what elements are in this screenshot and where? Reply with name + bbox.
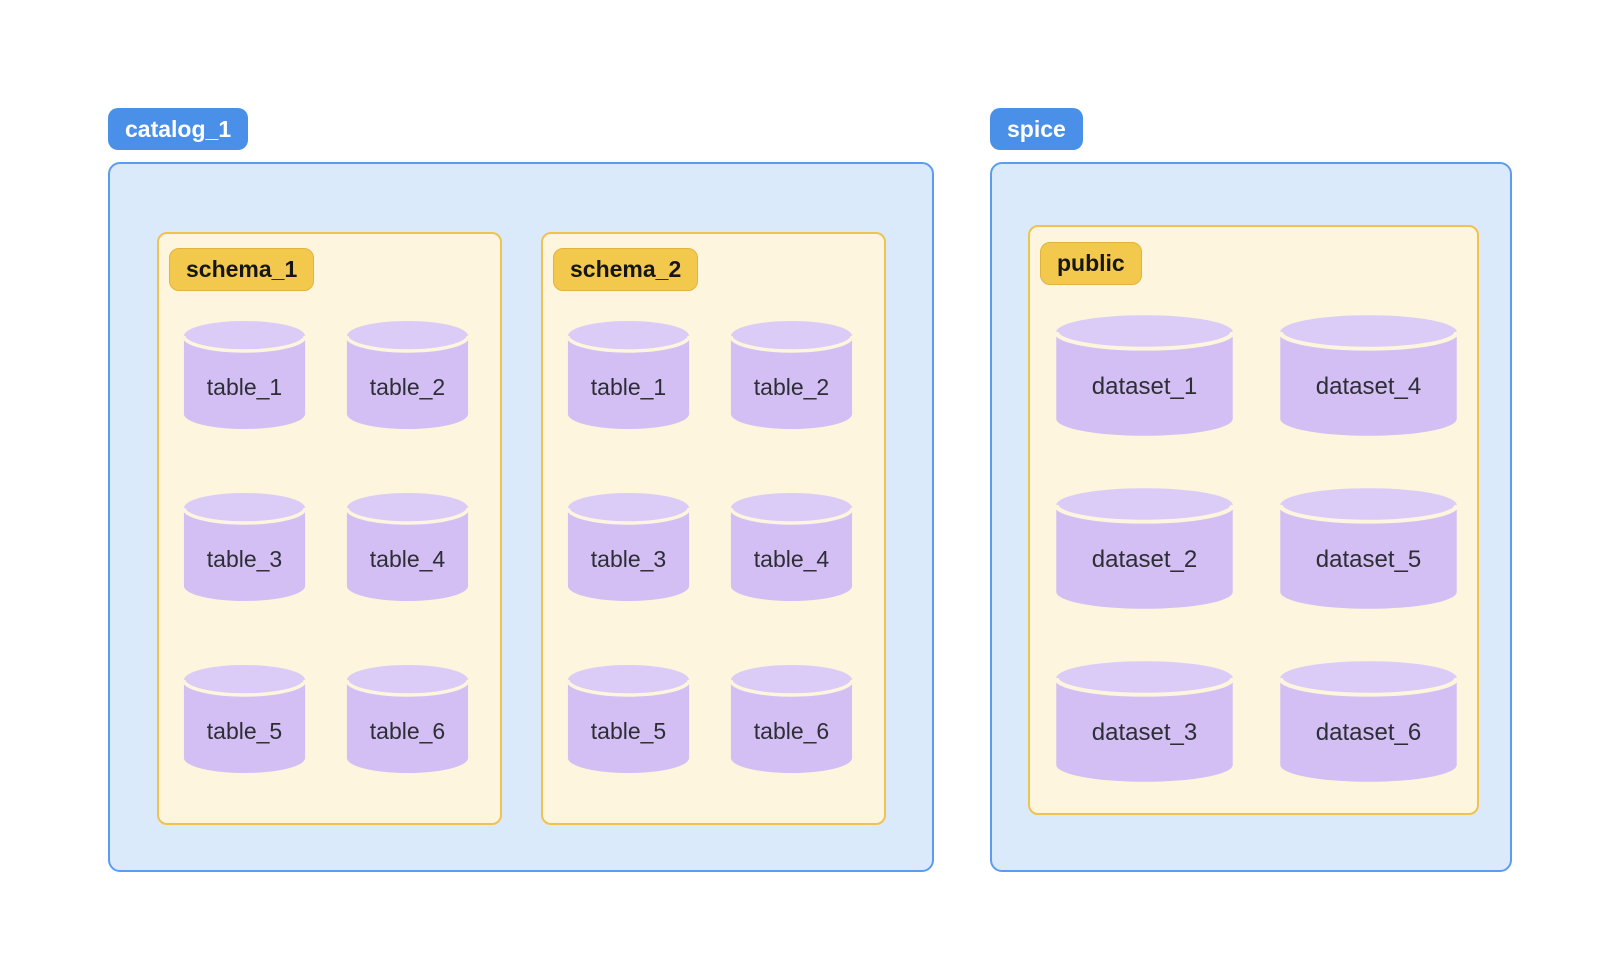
cylinder-label: dataset_2 [1091,545,1198,573]
schema-badge: public [1040,242,1142,285]
database-cylinder-icon [729,321,854,429]
cylinder-label: dataset_1 [1091,372,1198,400]
schema-container: schema_2 table_1 table_2 table_3 [541,232,886,825]
schema-badge: schema_1 [169,248,315,291]
database-cylinder-icon [345,665,470,773]
catalog-group: catalog_1 schema_1 table_1 table_2 table… [108,108,934,872]
cylinder-node: table_3 [565,491,692,603]
catalog-container: schema_1 table_1 table_2 table_3 [108,162,934,872]
cylinder-node: table_4 [344,491,471,603]
cylinder-label: table_5 [206,717,283,744]
cylinder-label: dataset_3 [1091,718,1198,746]
cylinder-label: table_3 [590,545,667,572]
cylinder-label: table_2 [369,373,446,400]
cylinder-node: dataset_4 [1276,313,1461,438]
catalog-badge: catalog_1 [108,108,249,150]
database-cylinder-icon [566,665,691,773]
schema-items-grid: dataset_1 dataset_2 dataset_3 dataset_4 [1052,313,1477,784]
database-cylinder-icon [1277,661,1460,782]
cylinder-label: table_6 [753,717,830,744]
cylinder-node: table_2 [344,319,471,431]
cylinder-node: table_5 [181,663,308,775]
schema-items-grid: table_1 table_2 table_3 table_4 [181,319,500,775]
database-cylinder-icon [182,493,307,601]
cylinder-label: table_1 [590,373,667,400]
cylinder-label: table_6 [369,717,446,744]
database-cylinder-icon [566,493,691,601]
database-cylinder-icon [345,321,470,429]
cylinder-node: table_4 [728,491,855,603]
cylinder-node: dataset_1 [1052,313,1237,438]
database-cylinder-icon [1277,488,1460,609]
cylinder-label: table_1 [206,373,283,400]
database-cylinder-icon [729,665,854,773]
catalog-badge: spice [990,108,1083,150]
cylinder-label: table_4 [753,545,830,572]
schema-container: schema_1 table_1 table_2 table_3 [157,232,502,825]
cylinder-node: dataset_5 [1276,486,1461,611]
schema-badge: schema_2 [553,248,699,291]
cylinder-node: table_6 [728,663,855,775]
database-cylinder-icon [1053,315,1236,436]
database-cylinder-icon [1053,661,1236,782]
database-cylinder-icon [729,493,854,601]
schema-container: public dataset_1 dataset_2 dataset_3 [1028,225,1479,815]
cylinder-label: table_4 [369,545,446,572]
cylinder-node: table_5 [565,663,692,775]
cylinder-label: table_5 [590,717,667,744]
catalog-container: public dataset_1 dataset_2 dataset_3 [990,162,1512,872]
database-cylinder-icon [1053,488,1236,609]
cylinder-node: table_3 [181,491,308,603]
database-cylinder-icon [182,321,307,429]
cylinder-node: dataset_3 [1052,659,1237,784]
schema-items-grid: table_1 table_2 table_3 table_4 [565,319,884,775]
cylinder-label: dataset_4 [1315,372,1422,400]
cylinder-node: dataset_6 [1276,659,1461,784]
cylinder-node: table_1 [181,319,308,431]
cylinder-label: table_2 [753,373,830,400]
database-cylinder-icon [182,665,307,773]
catalog-group: spice public dataset_1 dataset_2 dataset… [990,108,1512,872]
cylinder-node: table_2 [728,319,855,431]
cylinder-label: dataset_6 [1315,718,1422,746]
cylinder-label: dataset_5 [1315,545,1422,573]
database-cylinder-icon [1277,315,1460,436]
cylinder-label: table_3 [206,545,283,572]
cylinder-node: dataset_2 [1052,486,1237,611]
database-cylinder-icon [566,321,691,429]
cylinder-node: table_6 [344,663,471,775]
database-cylinder-icon [345,493,470,601]
cylinder-node: table_1 [565,319,692,431]
